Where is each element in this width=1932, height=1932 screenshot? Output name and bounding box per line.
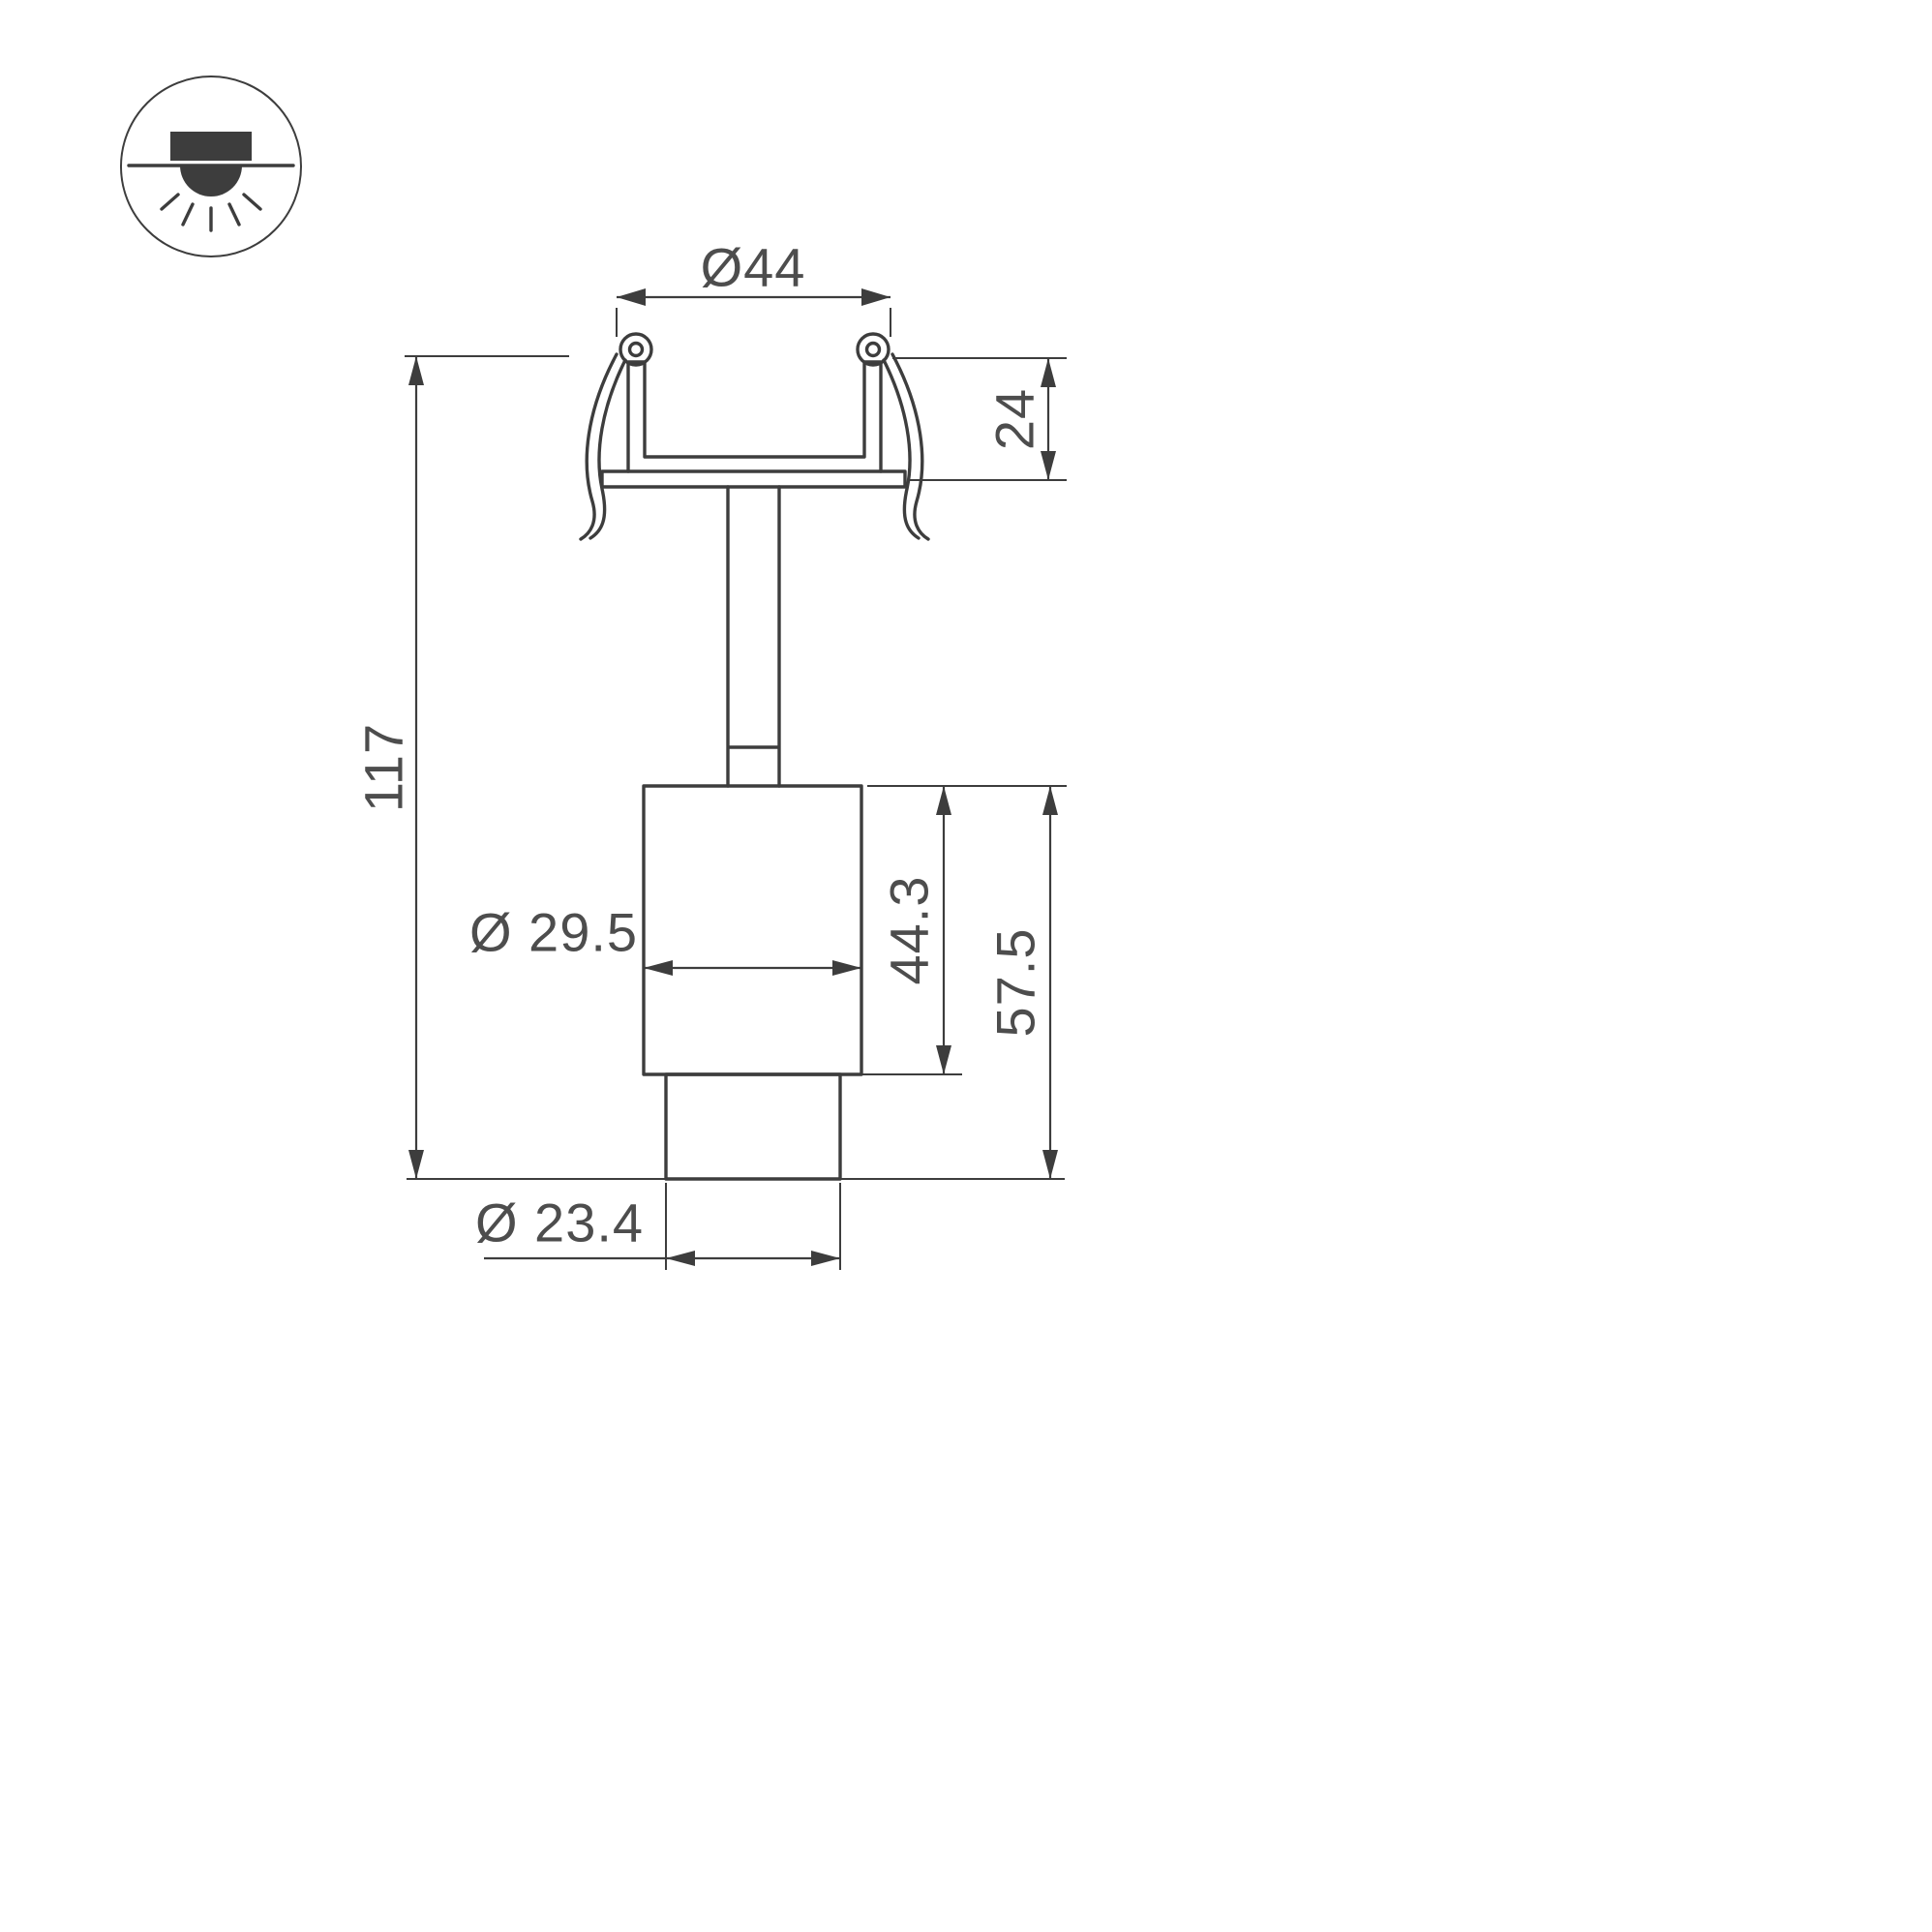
arrowhead-left — [666, 1251, 695, 1266]
arrowhead-top — [936, 786, 951, 815]
dimension-top-diameter: Ø44 — [616, 237, 891, 337]
arrowhead-top — [1042, 786, 1058, 815]
dimension-label: Ø44 — [701, 237, 806, 298]
dimension-overall-height: 117 — [353, 355, 569, 1179]
icon-fixture-body — [170, 132, 252, 161]
dimension-body-diameter: Ø 29.5 — [469, 902, 861, 976]
dimension-recess-height: 24 — [892, 357, 1067, 481]
arrowhead-bottom — [1041, 451, 1056, 480]
dimension-label: Ø 29.5 — [469, 902, 638, 963]
trim-flange — [600, 469, 907, 489]
arrowhead-left — [617, 288, 646, 306]
arrowhead-top — [408, 356, 424, 385]
dimension-body-height: 44.3 — [846, 785, 1067, 1075]
lamp-head — [664, 1072, 842, 1181]
arrowhead-bottom — [1042, 1150, 1058, 1179]
arrowhead-right — [861, 288, 891, 306]
dimension-label: 57.5 — [985, 928, 1046, 1038]
mounting-spring-coils — [619, 332, 891, 367]
stem — [726, 485, 781, 788]
icon-light-dome — [180, 166, 242, 196]
icon-light-rays — [160, 193, 262, 232]
dimension-label: 44.3 — [879, 876, 940, 985]
icon-circle — [120, 75, 302, 257]
arrowhead-right — [832, 960, 861, 976]
dimension-label: 24 — [984, 388, 1045, 450]
housing-cup — [626, 360, 883, 473]
arrowhead-top — [1041, 358, 1056, 387]
dimension-label: Ø 23.4 — [475, 1192, 644, 1253]
arrowhead-right — [811, 1251, 840, 1266]
fixture-cross-section — [579, 332, 930, 1181]
lamp-body — [642, 784, 863, 1076]
dimension-lower-height: 57.5 — [985, 786, 1058, 1179]
arrowhead-bottom — [408, 1150, 424, 1179]
arrowhead-bottom — [936, 1045, 951, 1074]
recessed-downlight-icon — [120, 75, 302, 257]
dimension-label: 117 — [353, 723, 414, 812]
arrowhead-left — [644, 960, 673, 976]
mounting-spring-wires — [579, 352, 930, 541]
dimension-tip-diameter: Ø 23.4 — [475, 1183, 841, 1270]
